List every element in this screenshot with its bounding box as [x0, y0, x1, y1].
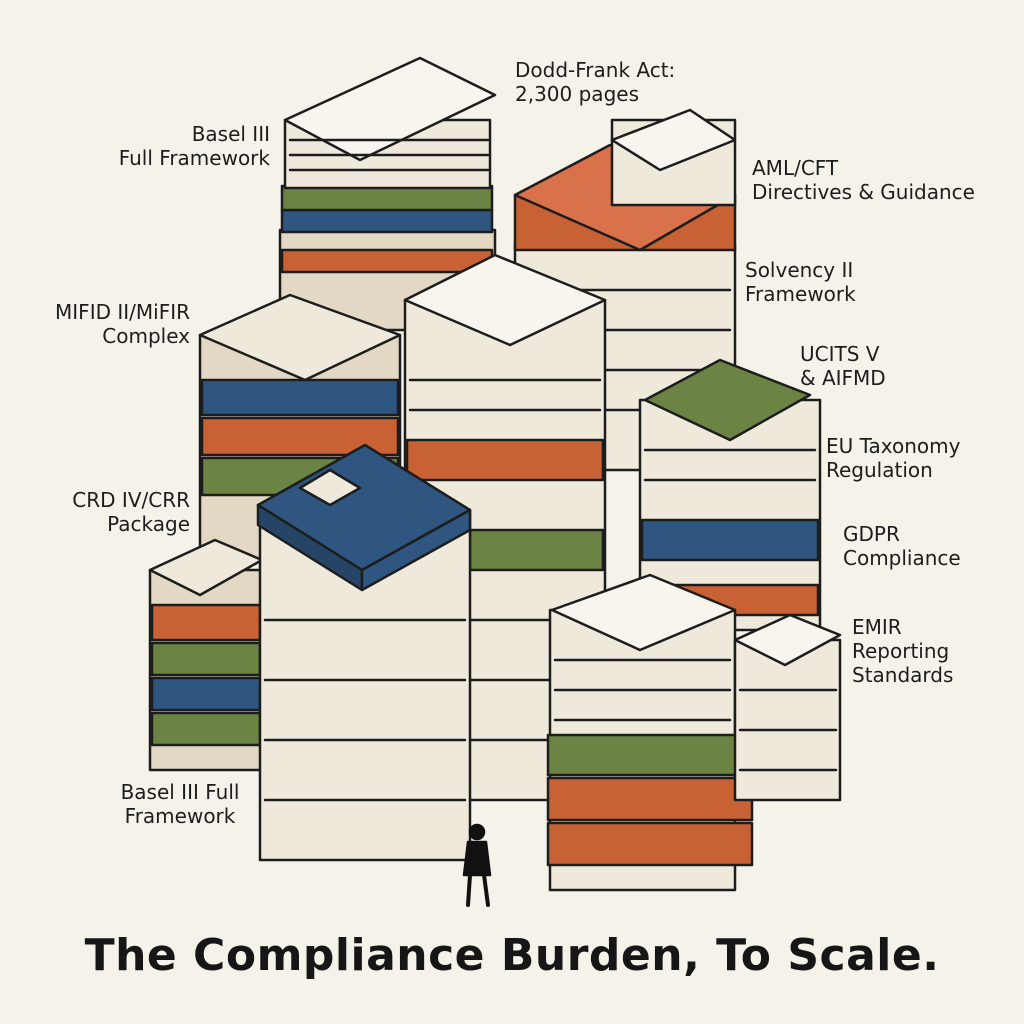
label-eu-taxonomy: EU Taxonomy Regulation: [826, 434, 961, 482]
label-basel-iii-top: Basel III Full Framework: [118, 122, 270, 170]
label-emir: EMIR Reporting Standards: [852, 615, 954, 687]
label-basel-iii-bottom: Basel III Full Framework: [120, 780, 240, 828]
label-mifid: MIFID II/MiFIR Complex: [55, 300, 190, 348]
label-solvency-ii: Solvency II Framework: [745, 258, 856, 306]
stack-crd: [148, 538, 264, 772]
page-title: The Compliance Burden, To Scale.: [84, 930, 940, 981]
label-aml-cft: AML/CFT Directives & Guidance: [752, 156, 975, 204]
stack-emir: [733, 613, 842, 802]
label-ucits: UCITS V & AIFMD: [800, 342, 886, 390]
label-dodd-frank: Dodd-Frank Act: 2,300 pages: [515, 58, 676, 106]
person-scale-figure: [462, 823, 492, 907]
stack-front-tower: [256, 443, 472, 862]
stack-front-right: [546, 573, 754, 892]
label-crd-iv: CRD IV/CRR Package: [72, 488, 190, 536]
label-gdpr: GDPR Compliance: [843, 522, 961, 570]
stack-basel-top: [278, 56, 497, 332]
